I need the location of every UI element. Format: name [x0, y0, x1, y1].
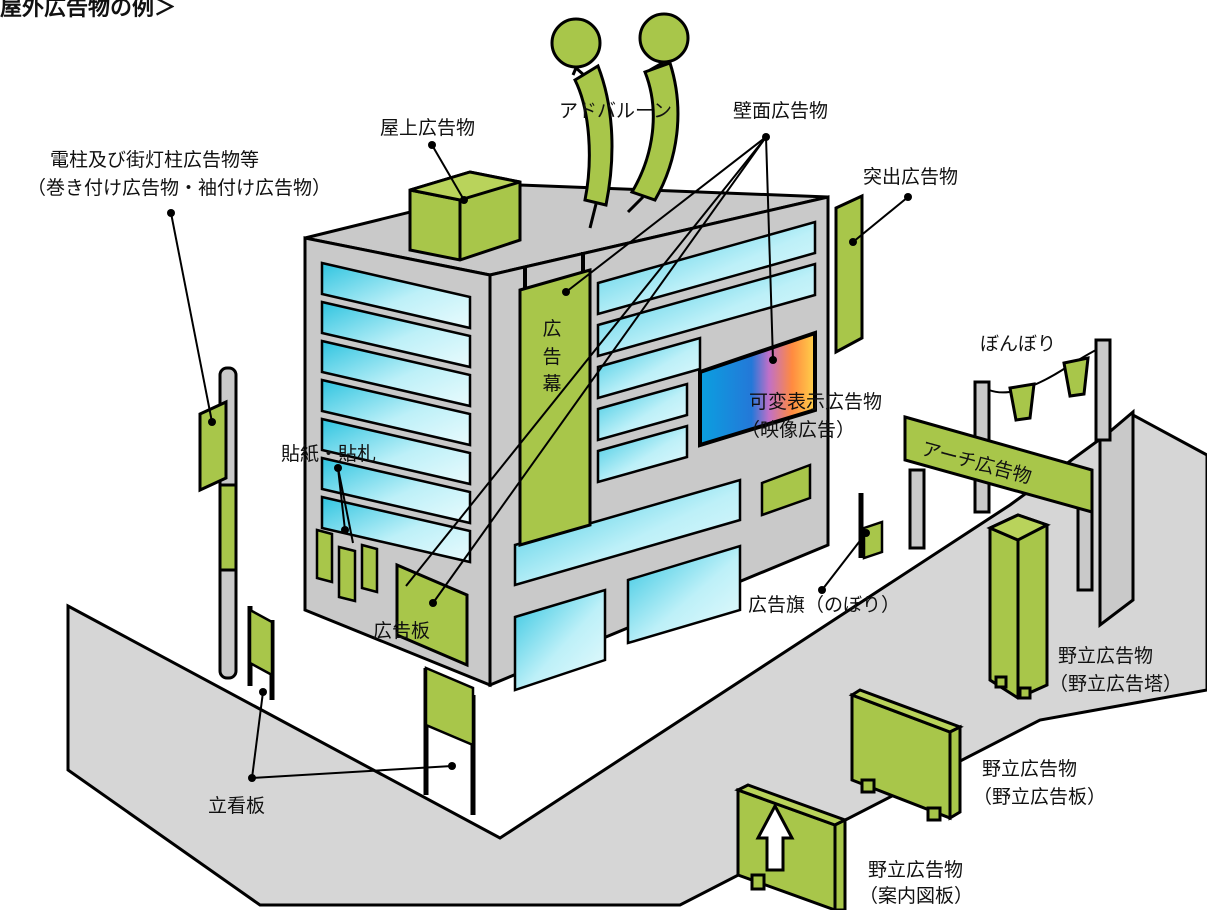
label-bonbori: ぼんぼり: [980, 333, 1057, 355]
arch-wall: [1098, 408, 1135, 629]
building-board-sign: [395, 562, 469, 668]
field-ad-board: [848, 688, 964, 822]
stickers: [315, 528, 379, 603]
label-board: 広告板: [373, 620, 431, 642]
label-projecting: 突出広告物: [863, 166, 959, 188]
label-field-1: 野立広告物: [982, 758, 1078, 780]
label-rooftop: 屋上広告物: [380, 117, 476, 139]
label-pole-1: 電柱及び街灯柱広告物等: [50, 149, 260, 171]
figure-title: 屋外広告物の例＞: [0, 0, 177, 21]
video-screen: [698, 330, 817, 448]
label-curtain: 広告幕: [542, 318, 562, 396]
utility-pole: [198, 366, 238, 680]
standing-sign-small: [247, 606, 275, 700]
field-ad-tower: [986, 513, 1051, 700]
ad-balloons: [550, 12, 690, 229]
label-standboard: 立看板: [208, 795, 266, 817]
label-wall: 壁面広告物: [733, 100, 829, 122]
label-adballoon: アドバルーン: [559, 100, 673, 122]
label-pole-2: （巻き付け広告物・袖付け広告物）: [27, 177, 332, 199]
label-flag: 広告旗（のぼり）: [748, 594, 901, 616]
leader-lines: [170, 136, 909, 779]
standing-sign-large: [423, 666, 476, 815]
road: [66, 413, 1207, 907]
label-sticker: 貼紙・貼札: [281, 443, 377, 465]
label-tower-1: 野立広告物: [1058, 645, 1154, 667]
label-field-2: （野立広告板）: [973, 786, 1107, 808]
arch-sign: [903, 415, 1094, 592]
label-tower-2: （野立広告塔）: [1049, 673, 1183, 695]
label-variable-2: （映像広告）: [741, 419, 856, 441]
guide-map-board: [734, 783, 849, 910]
right-facade-windows: [513, 220, 817, 692]
label-guide-1: 野立広告物: [868, 859, 964, 881]
label-variable-1: 可変表示広告物: [749, 391, 883, 413]
flag-nobori: [858, 493, 884, 560]
curtain-banner: [518, 252, 592, 547]
rooftop-sign: [408, 170, 522, 262]
wall-panel: [760, 463, 812, 517]
label-guide-2: （案内図板）: [859, 885, 974, 907]
leader-dots: [167, 133, 912, 782]
projecting-sign: [834, 193, 864, 355]
left-facade-windows: [320, 261, 472, 564]
